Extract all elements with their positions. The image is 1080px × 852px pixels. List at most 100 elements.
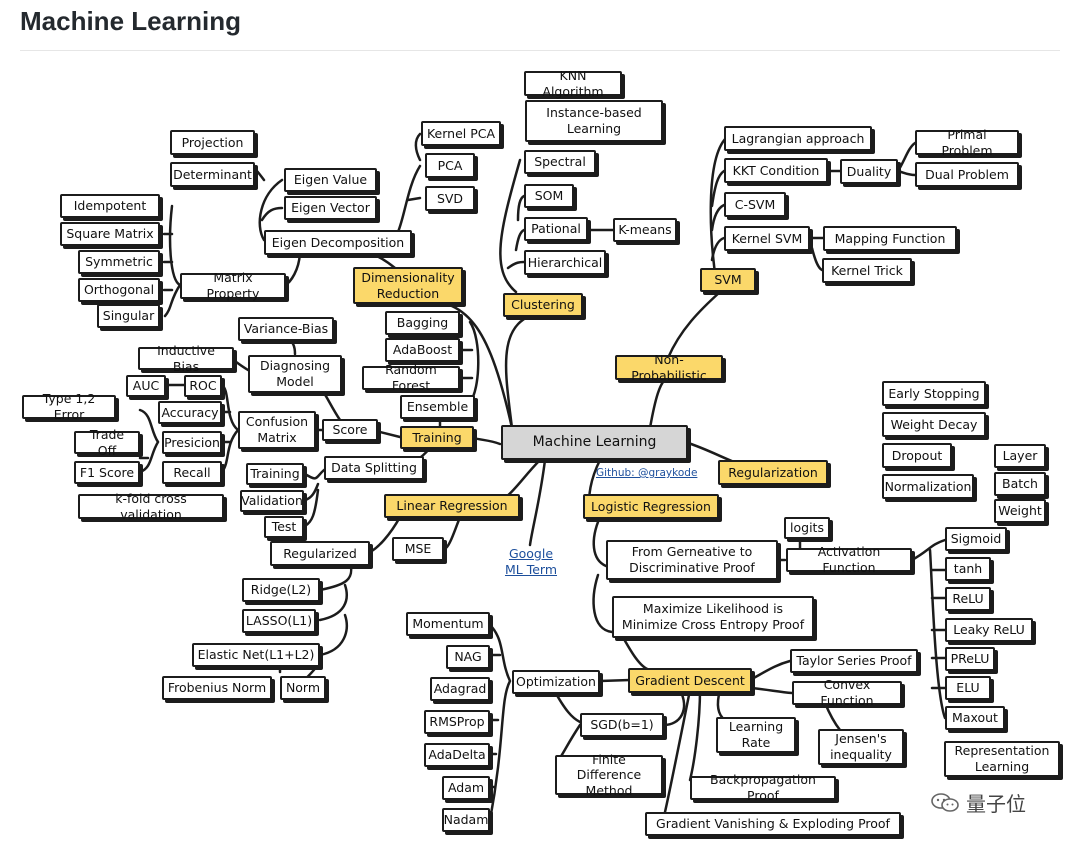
node-adam[interactable]: Adam [442, 776, 490, 800]
node-duality[interactable]: Duality [840, 159, 898, 184]
node-training-set[interactable]: Training [246, 463, 304, 485]
node-svm[interactable]: SVM [700, 268, 756, 292]
node-norm[interactable]: Norm [280, 676, 326, 700]
node-eigen-decomposition[interactable]: Eigen Decomposition [264, 230, 412, 255]
node-momentum[interactable]: Momentum [406, 612, 490, 636]
node-weight[interactable]: Weight [994, 499, 1046, 523]
node-hierarchical[interactable]: Hierarchical [524, 250, 606, 275]
node-type-error[interactable]: Type 1,2 Error [22, 391, 116, 422]
node-random-forest[interactable]: Random Forest [362, 362, 460, 393]
node-instance-based[interactable]: Instance-based Learning [525, 100, 663, 142]
node-variance-bias[interactable]: Variance-Bias [238, 317, 334, 341]
node-ensemble[interactable]: Ensemble [400, 395, 475, 419]
node-sgd[interactable]: SGD(b=1) [580, 713, 664, 737]
node-pca[interactable]: PCA [425, 153, 475, 178]
google-ml-term-link[interactable]: Google ML Term [504, 546, 558, 578]
node-mse[interactable]: MSE [392, 537, 444, 561]
node-learning-rate[interactable]: Learning Rate [716, 717, 796, 753]
node-knn[interactable]: KNN Algorithm [524, 68, 622, 99]
node-relu[interactable]: ReLU [945, 587, 991, 611]
node-maxout[interactable]: Maxout [945, 706, 1005, 730]
node-optimization[interactable]: Optimization [512, 670, 600, 694]
node-c-svm[interactable]: C-SVM [724, 192, 786, 217]
node-adadelta[interactable]: AdaDelta [424, 743, 490, 767]
node-precision[interactable]: Presicion [162, 431, 222, 454]
node-mapping-function[interactable]: Mapping Function [823, 226, 957, 251]
node-dual-problem[interactable]: Dual Problem [915, 162, 1019, 187]
node-test-set[interactable]: Test [264, 516, 304, 538]
node-svd[interactable]: SVD [425, 186, 475, 211]
node-normalization[interactable]: Normalization [882, 474, 974, 499]
node-activation-function[interactable]: Activation Function [786, 544, 912, 575]
node-kernel-svm[interactable]: Kernel SVM [724, 226, 810, 251]
node-score[interactable]: Score [322, 419, 378, 441]
node-sigmoid[interactable]: Sigmoid [945, 527, 1007, 551]
node-pational[interactable]: Pational [524, 217, 588, 241]
node-bagging[interactable]: Bagging [385, 311, 460, 335]
node-projection[interactable]: Projection [170, 130, 255, 155]
node-square-matrix[interactable]: Square Matrix [60, 222, 160, 246]
node-tanh[interactable]: tanh [945, 557, 991, 581]
node-non-probabilistic[interactable]: Non-Probabilistic [615, 352, 723, 383]
node-idempotent[interactable]: Idempotent [60, 194, 160, 218]
node-taylor-series[interactable]: Taylor Series Proof [790, 649, 918, 673]
node-backpropagation[interactable]: Backpropagation Proof [690, 772, 836, 803]
node-weight-decay[interactable]: Weight Decay [882, 412, 986, 437]
node-kernel-trick[interactable]: Kernel Trick [822, 258, 912, 283]
node-kkt-condition[interactable]: KKT Condition [724, 158, 828, 183]
node-orthogonal[interactable]: Orthogonal [78, 278, 160, 302]
github-link[interactable]: Github: @graykode [596, 467, 698, 479]
node-accuracy[interactable]: Accuracy [158, 401, 222, 424]
node-linear-regression[interactable]: Linear Regression [384, 494, 520, 518]
node-regularization[interactable]: Regularization [718, 460, 828, 485]
node-leaky-relu[interactable]: Leaky ReLU [945, 618, 1033, 642]
node-nadam[interactable]: Nadam [442, 808, 490, 832]
node-convex-function[interactable]: Convex Function [792, 677, 902, 708]
node-eigen-vector[interactable]: Eigen Vector [284, 196, 377, 220]
node-batch[interactable]: Batch [994, 472, 1046, 496]
node-max-likelihood[interactable]: Maximize Likelihood is Minimize Cross En… [612, 596, 814, 638]
node-gradient-descent[interactable]: Gradient Descent [628, 668, 752, 693]
node-primal-problem[interactable]: Primal Problem [915, 127, 1019, 158]
node-prelu[interactable]: PReLU [945, 647, 995, 671]
node-gradient-vanishing[interactable]: Gradient Vanishing & Exploding Proof [645, 812, 901, 836]
node-ridge[interactable]: Ridge(L2) [242, 578, 320, 602]
node-clustering[interactable]: Clustering [503, 293, 583, 317]
node-recall[interactable]: Recall [162, 461, 222, 484]
node-frobenius-norm[interactable]: Frobenius Norm [162, 676, 272, 700]
node-symmetric[interactable]: Symmetric [78, 250, 160, 274]
node-rmsprop[interactable]: RMSProp [424, 710, 490, 734]
node-early-stopping[interactable]: Early Stopping [882, 381, 986, 406]
node-logits[interactable]: logits [784, 517, 830, 539]
node-elastic-net[interactable]: Elastic Net(L1+L2) [192, 643, 320, 667]
node-jensen-inequality[interactable]: Jensen's inequality [818, 729, 904, 765]
node-confusion-matrix[interactable]: Confusion Matrix [238, 411, 316, 449]
node-auc[interactable]: AUC [126, 375, 166, 397]
node-lagrangian[interactable]: Lagrangian approach [724, 126, 872, 151]
node-adagrad[interactable]: Adagrad [430, 677, 490, 701]
node-adaboost[interactable]: AdaBoost [385, 338, 460, 362]
node-lasso[interactable]: LASSO(L1) [242, 609, 316, 633]
node-representation-learning[interactable]: Representation Learning [944, 741, 1060, 777]
node-dimensionality-reduction[interactable]: Dimensionality Reduction [353, 267, 463, 304]
node-validation-set[interactable]: Validation [240, 490, 304, 512]
node-from-generative[interactable]: From Gerneative to Discriminative Proof [606, 540, 778, 580]
node-spectral[interactable]: Spectral [524, 150, 596, 174]
node-som[interactable]: SOM [524, 184, 574, 208]
node-dropout[interactable]: Dropout [882, 443, 952, 468]
node-kfold[interactable]: k-fold cross validation [78, 491, 224, 522]
node-inductive-bias[interactable]: Inductive Bias [138, 343, 234, 374]
node-kernel-pca[interactable]: Kernel PCA [421, 121, 501, 146]
node-finite-difference[interactable]: Finite Difference Method [555, 752, 663, 798]
node-matrix-property[interactable]: Matrix Property [180, 270, 286, 301]
node-roc[interactable]: ROC [184, 375, 222, 397]
node-regularized[interactable]: Regularized [270, 541, 370, 566]
node-eigen-value[interactable]: Eigen Value [284, 168, 377, 192]
node-logistic-regression[interactable]: Logistic Regression [583, 494, 719, 519]
node-layer[interactable]: Layer [994, 444, 1046, 468]
node-kmeans[interactable]: K-means [613, 218, 677, 242]
node-training[interactable]: Training [400, 426, 474, 449]
node-nag[interactable]: NAG [446, 645, 490, 669]
node-data-splitting[interactable]: Data Splitting [324, 456, 424, 480]
node-trade-off[interactable]: Trade Off [74, 427, 140, 458]
